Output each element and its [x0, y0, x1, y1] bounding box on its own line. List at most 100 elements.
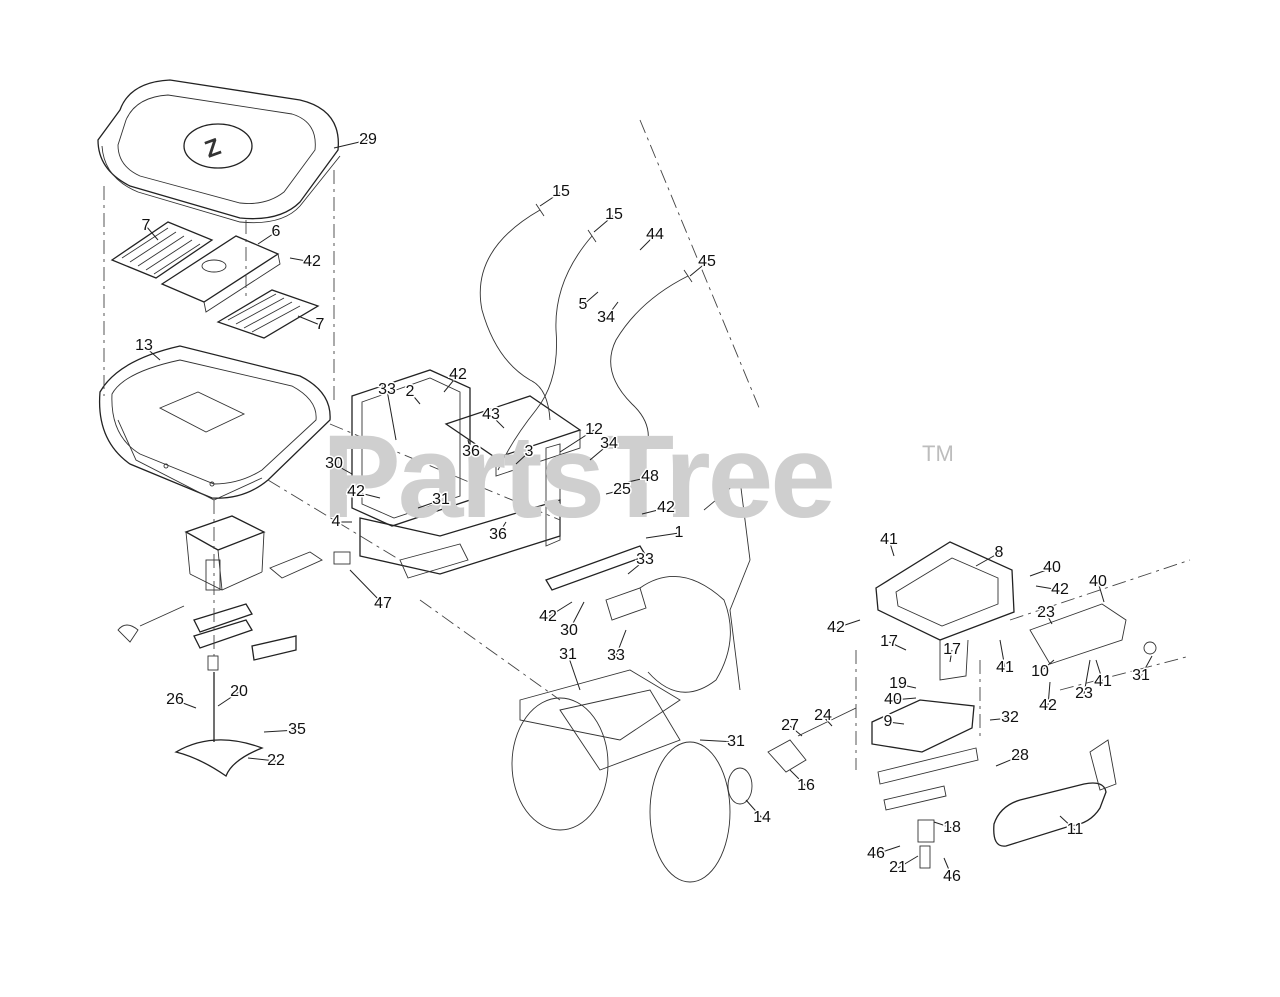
leader-line-part [1039, 659, 1055, 673]
callout-shaft[interactable]: 20 [229, 682, 250, 702]
callout-fastener[interactable]: 42 [302, 252, 323, 272]
callout-fastener[interactable]: 42 [346, 482, 367, 502]
leader-line-part [745, 799, 763, 819]
leader-line-part [822, 715, 833, 727]
callout-part[interactable]: 28 [1010, 746, 1031, 766]
callout-part[interactable]: 4 [330, 512, 342, 532]
leader-line-part [699, 739, 737, 743]
callout-part[interactable]: 19 [888, 674, 909, 694]
callout-part[interactable]: 5 [577, 295, 589, 315]
callout-part[interactable]: 33 [635, 550, 656, 570]
leader-line-part [568, 601, 585, 632]
callout-part[interactable]: 31 [1131, 666, 1152, 686]
callout-cable[interactable]: 45 [697, 252, 718, 272]
callout-part[interactable]: 34 [599, 434, 620, 454]
callout-fastener[interactable]: 42 [1050, 580, 1071, 600]
leader-line-part [333, 463, 353, 475]
leader-line-part [933, 821, 953, 829]
callout-part[interactable]: 27 [780, 716, 801, 736]
callout-part[interactable]: 35 [287, 720, 308, 740]
leader-line-part [605, 301, 619, 319]
callout-part[interactable]: 1 [673, 523, 685, 543]
callout-part[interactable]: 32 [1000, 708, 1021, 728]
callout-part[interactable]: 24 [813, 706, 834, 726]
center-frame-drawing [351, 369, 647, 621]
callout-part[interactable]: 41 [879, 530, 900, 550]
callout-part[interactable]: 12 [584, 420, 605, 440]
callout-part[interactable]: 40 [1042, 558, 1063, 578]
leader-line-part [174, 699, 197, 709]
callout-part[interactable]: 17 [942, 640, 963, 660]
callout-part[interactable]: 47 [373, 594, 394, 614]
callout-fastener[interactable]: 42 [538, 607, 559, 627]
callout-part[interactable]: 40 [883, 690, 904, 710]
leader-line-fastener [835, 619, 861, 629]
callout-part[interactable]: 43 [481, 405, 502, 425]
callout-part[interactable]: 31 [558, 645, 579, 665]
callout-part[interactable]: 30 [324, 454, 345, 474]
callout-fastener[interactable]: 42 [826, 618, 847, 638]
watermark-brand: PartsTree [322, 411, 836, 543]
leader-line-rod [1045, 612, 1053, 625]
callout-part[interactable]: 30 [559, 621, 580, 641]
callout-hopper[interactable]: 13 [134, 336, 155, 356]
callout-part[interactable]: 25 [612, 480, 633, 500]
leader-line-part [467, 439, 472, 453]
callout-part[interactable]: 26 [165, 690, 186, 710]
leader-line-part [888, 641, 907, 651]
callout-part[interactable]: 41 [1093, 672, 1114, 692]
leader-line-part [897, 855, 919, 869]
callout-part[interactable]: 36 [461, 442, 482, 462]
leader-line-part [892, 697, 917, 701]
callout-part[interactable]: 33 [377, 380, 398, 400]
leader-line-rod [1083, 659, 1091, 695]
callout-part[interactable]: 46 [866, 844, 887, 864]
callout-rod[interactable]: 23 [1074, 684, 1095, 704]
callout-rod[interactable]: 23 [1036, 603, 1057, 623]
callout-part[interactable]: 31 [726, 732, 747, 752]
callout-part[interactable]: 48 [640, 467, 661, 487]
callout-part[interactable]: 41 [995, 658, 1016, 678]
callout-part[interactable]: 17 [879, 632, 900, 652]
leader-line-deflector [1059, 815, 1076, 831]
leader-line-cable [689, 261, 708, 277]
leader-line-part [263, 729, 298, 733]
callout-plate[interactable]: 8 [993, 543, 1005, 563]
callout-part[interactable]: 44 [645, 225, 666, 245]
callout-part[interactable]: 33 [606, 646, 627, 666]
leader-line-fastener [547, 601, 573, 618]
cables-drawing [479, 203, 693, 471]
callout-part[interactable]: 36 [488, 525, 509, 545]
callout-part[interactable]: 16 [796, 776, 817, 796]
callout-cable[interactable]: 15 [604, 205, 625, 225]
callout-deflector[interactable]: 11 [1065, 820, 1085, 840]
callout-spinner[interactable]: 22 [266, 751, 287, 771]
callout-part[interactable]: 9 [882, 712, 894, 732]
leader-line-part [497, 521, 507, 536]
callout-hopper-lid[interactable]: 29 [358, 130, 379, 150]
callout-cable[interactable]: 15 [551, 182, 572, 202]
leader-line-hopper-lid [333, 139, 369, 149]
callout-fastener[interactable]: 42 [1038, 696, 1059, 716]
callout-part[interactable]: 31 [431, 490, 452, 510]
callout-part[interactable]: 14 [752, 808, 773, 828]
leader-line-part [887, 721, 905, 725]
callout-fastener[interactable]: 42 [448, 365, 469, 385]
callout-screen[interactable]: 7 [314, 315, 326, 335]
callout-part[interactable]: 34 [596, 308, 617, 328]
callout-bracket[interactable]: 2 [404, 382, 416, 402]
callout-hopper-plate[interactable]: 6 [270, 222, 282, 242]
callout-part[interactable]: 21 [888, 858, 909, 878]
leader-line-fastener [641, 507, 667, 515]
leader-line-part [615, 629, 627, 657]
callout-screen[interactable]: 7 [140, 216, 152, 236]
callout-part[interactable]: 18 [942, 818, 963, 838]
leader-line-spinner [247, 757, 277, 762]
leader-line-part [605, 489, 623, 495]
callout-frame[interactable]: 3 [523, 442, 535, 462]
callout-fastener[interactable]: 42 [656, 498, 677, 518]
callout-part[interactable]: 46 [942, 867, 963, 887]
callout-part[interactable]: 10 [1030, 662, 1051, 682]
callout-part[interactable]: 40 [1088, 572, 1109, 592]
